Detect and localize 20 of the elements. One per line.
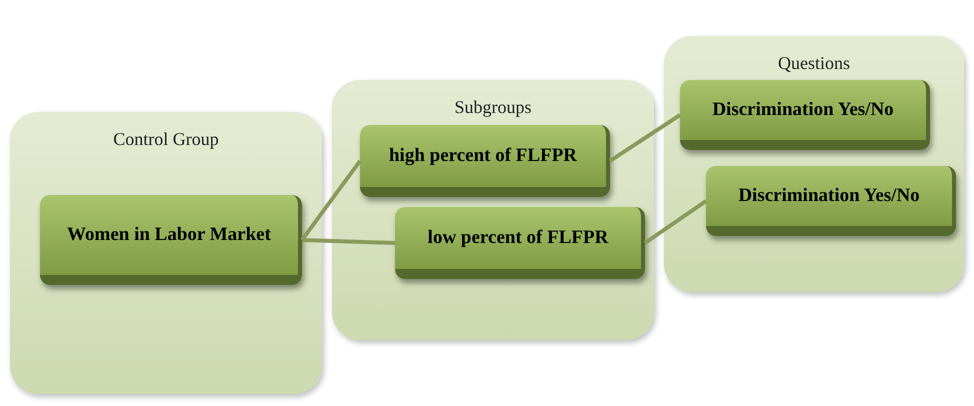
connector-line xyxy=(608,113,682,163)
panel-title: Questions xyxy=(777,52,851,75)
panel-title: Subgroups xyxy=(453,96,532,119)
beveled-box xyxy=(40,195,302,285)
box-label: high percent of FLFPR xyxy=(388,146,578,166)
group-panel xyxy=(664,36,964,292)
beveled-box xyxy=(360,125,610,197)
connector-line xyxy=(302,238,396,245)
panel-title: Control Group xyxy=(112,128,220,151)
box-label: low percent of FLFPR xyxy=(428,228,608,248)
box-label: Discrimination Yes/No xyxy=(738,186,920,206)
box-label: Discrimination Yes/No xyxy=(712,100,894,120)
beveled-box xyxy=(395,207,645,279)
beveled-box xyxy=(706,166,956,236)
group-panel xyxy=(10,112,322,394)
connector-line xyxy=(644,199,708,245)
group-panel xyxy=(332,80,654,340)
beveled-box xyxy=(680,80,930,150)
connector-line xyxy=(300,160,362,242)
box-label: Women in Labor Market xyxy=(67,225,271,245)
